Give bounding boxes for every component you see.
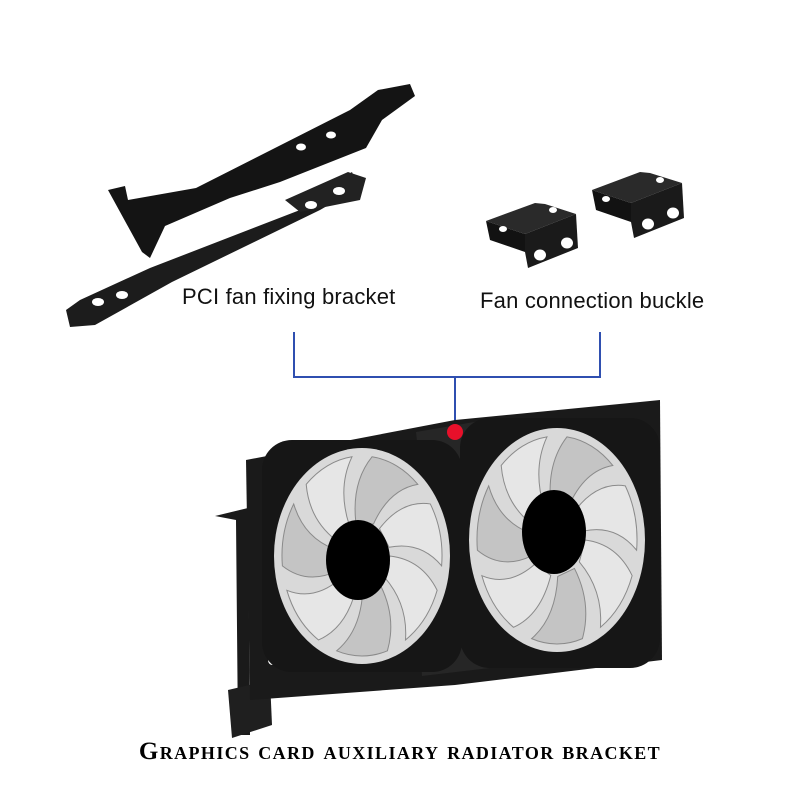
- fan-right-blades: [476, 436, 638, 645]
- pci-bracket-hole: [333, 187, 345, 195]
- pci-bracket-icon: [66, 84, 415, 327]
- fan-blade: [305, 456, 353, 542]
- fan-blade: [481, 562, 552, 628]
- fan-blade: [354, 456, 419, 525]
- pci-bracket-foot: [285, 172, 366, 212]
- buckle-left: [486, 203, 578, 268]
- fan-blade: [335, 582, 392, 657]
- buckle-right: [592, 172, 684, 238]
- pci-slot-plate: [215, 508, 250, 735]
- fan-blade: [281, 502, 338, 578]
- fan-blade: [549, 436, 614, 508]
- fan-blade: [578, 539, 633, 629]
- marker-dot: [447, 424, 463, 440]
- connection-buckle-icon: [486, 172, 684, 268]
- pci-bracket-hole: [92, 298, 104, 306]
- connection-buckle-label: Fan connection buckle: [480, 288, 705, 313]
- fan-blade: [286, 577, 357, 641]
- pci-bracket-arm: [66, 172, 358, 327]
- pci-bracket-plate: [108, 84, 415, 258]
- fan-left: [262, 440, 462, 672]
- fan-blade: [476, 484, 533, 563]
- pci-bracket-hole: [116, 291, 128, 299]
- fan-blade: [530, 567, 587, 645]
- fan-blade: [378, 502, 443, 568]
- connector-line: [293, 332, 601, 378]
- pci-bracket-hole: [326, 131, 336, 139]
- fan-blade: [573, 484, 638, 552]
- diagram-caption: Graphics card auxiliary radiator bracket: [138, 738, 662, 765]
- fan-assembly-icon: [215, 400, 662, 738]
- pci-bracket-hole: [305, 201, 317, 209]
- pci-bracket-hole: [296, 143, 306, 151]
- fan-right: [460, 418, 660, 668]
- fan-left-blades: [281, 456, 443, 657]
- connector-lines: [293, 332, 601, 425]
- fan-blade: [383, 555, 438, 642]
- pci-bracket-label: PCI fan fixing bracket: [182, 284, 396, 309]
